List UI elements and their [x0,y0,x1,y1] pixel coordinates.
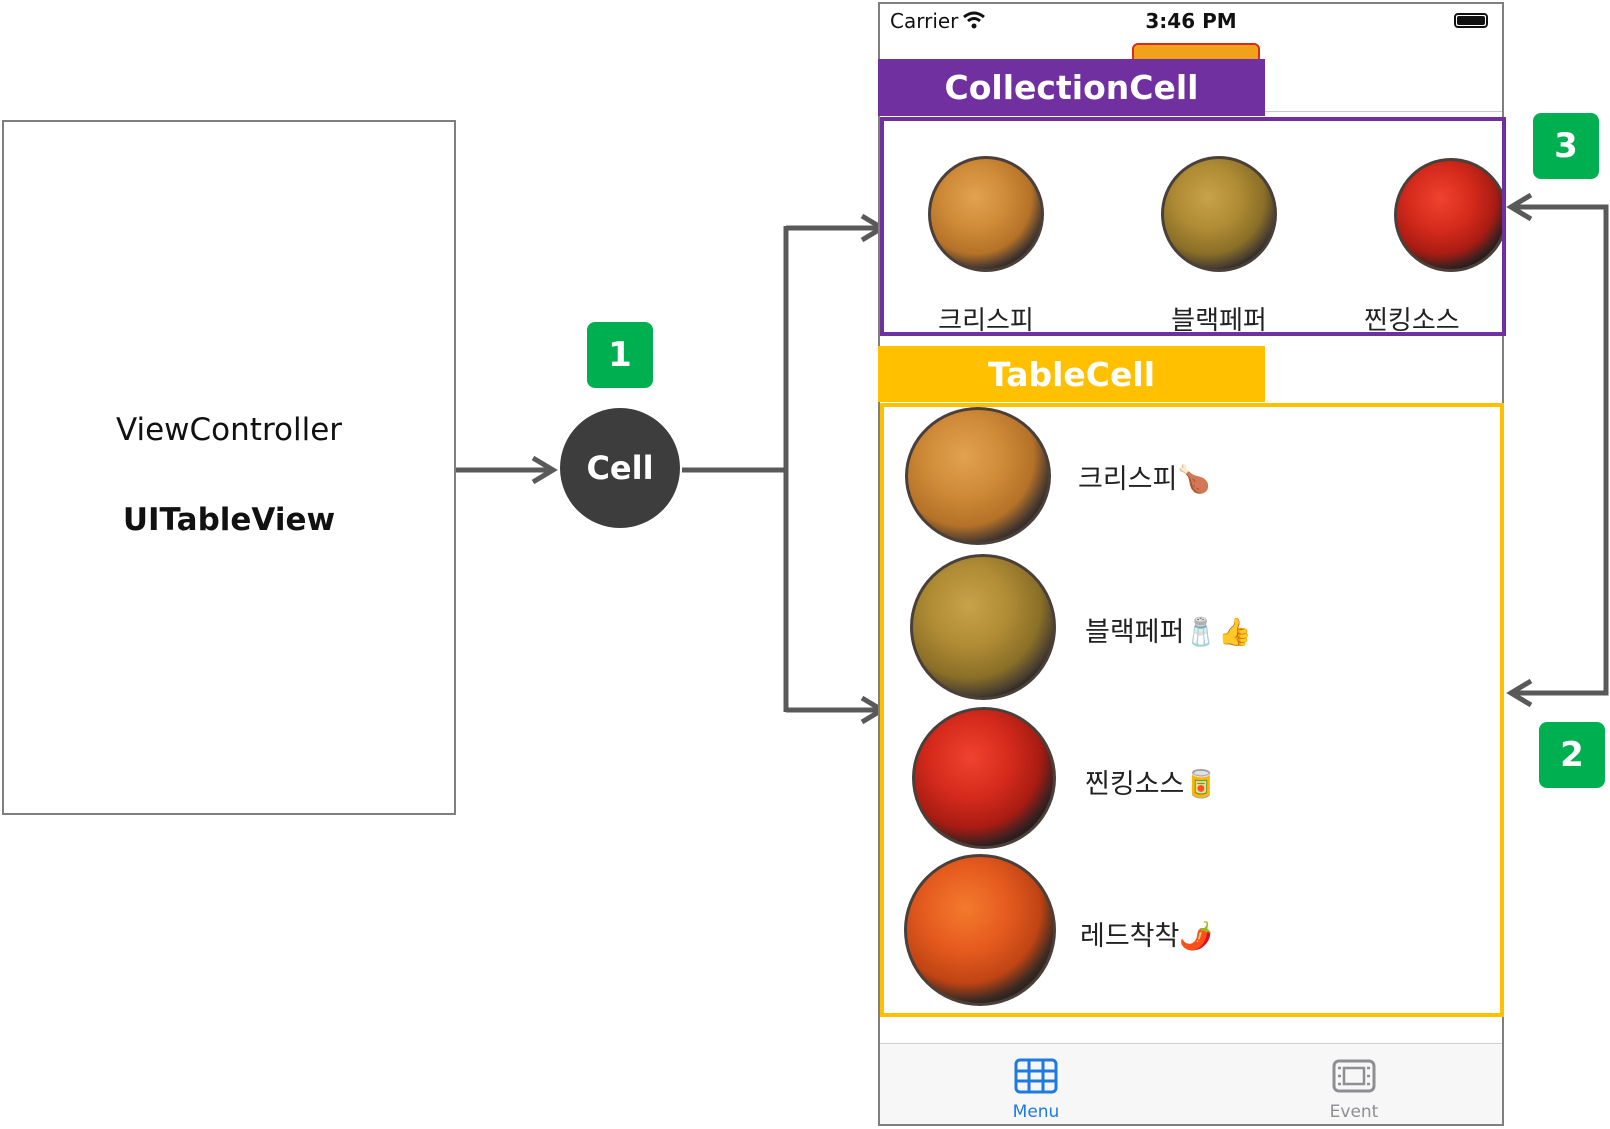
view-controller-box: ViewController UITableView [2,120,456,815]
tab-event-label: Event [1329,1102,1379,1122]
wifi-icon [963,11,985,29]
film-icon [1332,1059,1376,1093]
table-row-image-crispy [905,407,1051,545]
collection-item-image-black-pepper [1161,156,1277,272]
table-to-collection-connector [1512,204,1609,696]
collection-cell-frame [880,117,1506,336]
table-cell-frame [880,403,1504,1017]
battery-icon [1454,13,1488,28]
table-row-label: 크리스피🍗 [1078,464,1211,495]
table-row-label: 찐킹소스🥫 [1085,769,1218,800]
table-row-label: 블랙페퍼🧂👍 [1085,617,1252,648]
tab-menu-label: Menu [1012,1102,1060,1122]
status-time: 3:46 PM [1145,9,1237,33]
cell-node: Cell [560,408,680,528]
table-row-label: 레드착착🌶️ [1080,921,1213,952]
badge-3: 3 [1533,113,1599,179]
table-cell-label: TableCell [878,346,1265,402]
carrier-label: Carrier [890,9,959,33]
collection-item-label: 찐킹소스 [1364,306,1460,336]
table-row-image-red [904,854,1056,1006]
collection-item-image-jjinking [1394,158,1502,272]
collection-cell-label: CollectionCell [878,59,1265,116]
status-bar: 3:46 PM Carrier [880,4,1502,38]
badge-1: 1 [587,322,653,388]
table-row-image-black-pepper [910,554,1056,700]
collection-item-image-crispy [928,156,1044,272]
collection-item-label: 크리스피 [938,306,1034,336]
tab-bar: Menu Event [880,1043,1502,1124]
table-row-image-jjinking [912,707,1056,849]
vc-to-cell-arrowhead [531,455,558,485]
table-return-arrowhead [1506,678,1533,708]
tab-event[interactable]: Event [1304,1044,1404,1124]
badge-2: 2 [1539,722,1605,788]
grid-icon [1014,1058,1058,1094]
phone-screen: 3:46 PM Carrier 크리스피 블랙페퍼 찐킹소스 크리스피🍗 블랙페… [878,2,1504,1126]
table-view-label: UITableView [122,502,336,538]
tab-menu[interactable]: Menu [986,1044,1086,1124]
collection-return-arrowhead [1506,192,1533,222]
collection-item-label: 블랙페퍼 [1171,306,1267,336]
view-controller-title: ViewController [115,412,343,448]
